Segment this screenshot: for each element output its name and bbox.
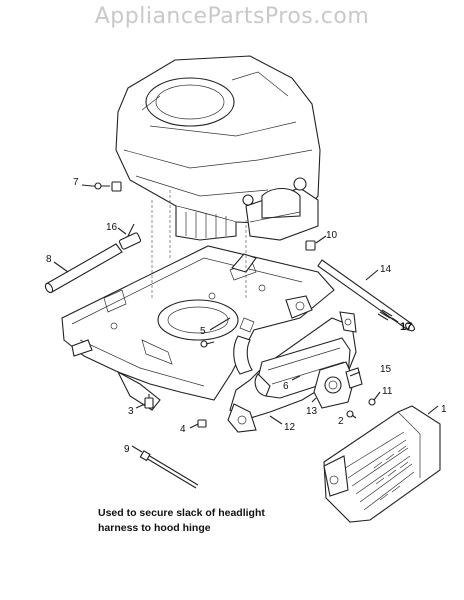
part-4-bolt <box>197 419 207 428</box>
note-line-1: Used to secure slack of headlight <box>98 507 265 519</box>
part-1-heat-shield <box>323 405 441 523</box>
callout-2: 2 <box>338 416 344 427</box>
watermark: AppliancePartsPros.com <box>94 4 370 29</box>
note-line-2: harness to hood hinge <box>98 522 211 534</box>
leader-lines <box>151 190 247 300</box>
part-11-screw <box>368 398 376 406</box>
part-7-bolt <box>92 181 122 192</box>
callout-leaders <box>53 184 439 453</box>
part-12-muffler-bracket <box>227 311 357 433</box>
engine <box>115 55 321 241</box>
part-14-rod <box>317 259 415 332</box>
callout-14: 14 <box>380 264 392 275</box>
part-2-screw <box>346 410 354 418</box>
part-3-fitting <box>144 394 154 409</box>
callout-12: 12 <box>284 422 296 433</box>
callout-1: 1 <box>441 404 447 415</box>
callout-3: 3 <box>128 406 134 417</box>
callout-11: 11 <box>382 386 393 397</box>
part-16-fitting <box>118 223 142 250</box>
callout-17: 17 <box>400 321 412 333</box>
part-8-tube <box>44 243 123 294</box>
part-9-cable-tie <box>139 450 199 489</box>
cable-tie-note: Used to secure slack of headlight harnes… <box>98 506 298 536</box>
part-17-spring <box>377 309 395 321</box>
callout-6: 6 <box>283 381 289 392</box>
part-5-exhaust-pipe <box>200 295 313 375</box>
callout-4: 4 <box>180 424 186 435</box>
part-13-heat-plate <box>313 361 355 409</box>
callout-10: 10 <box>326 230 338 241</box>
callout-8: 8 <box>46 254 52 265</box>
callout-13: 13 <box>306 406 318 417</box>
callout-5: 5 <box>200 326 206 337</box>
callout-15: 15 <box>380 364 392 375</box>
callout-16: 16 <box>106 222 118 233</box>
callout-9: 9 <box>124 444 130 455</box>
callout-7: 7 <box>73 177 79 188</box>
part-10-nut <box>305 240 316 251</box>
